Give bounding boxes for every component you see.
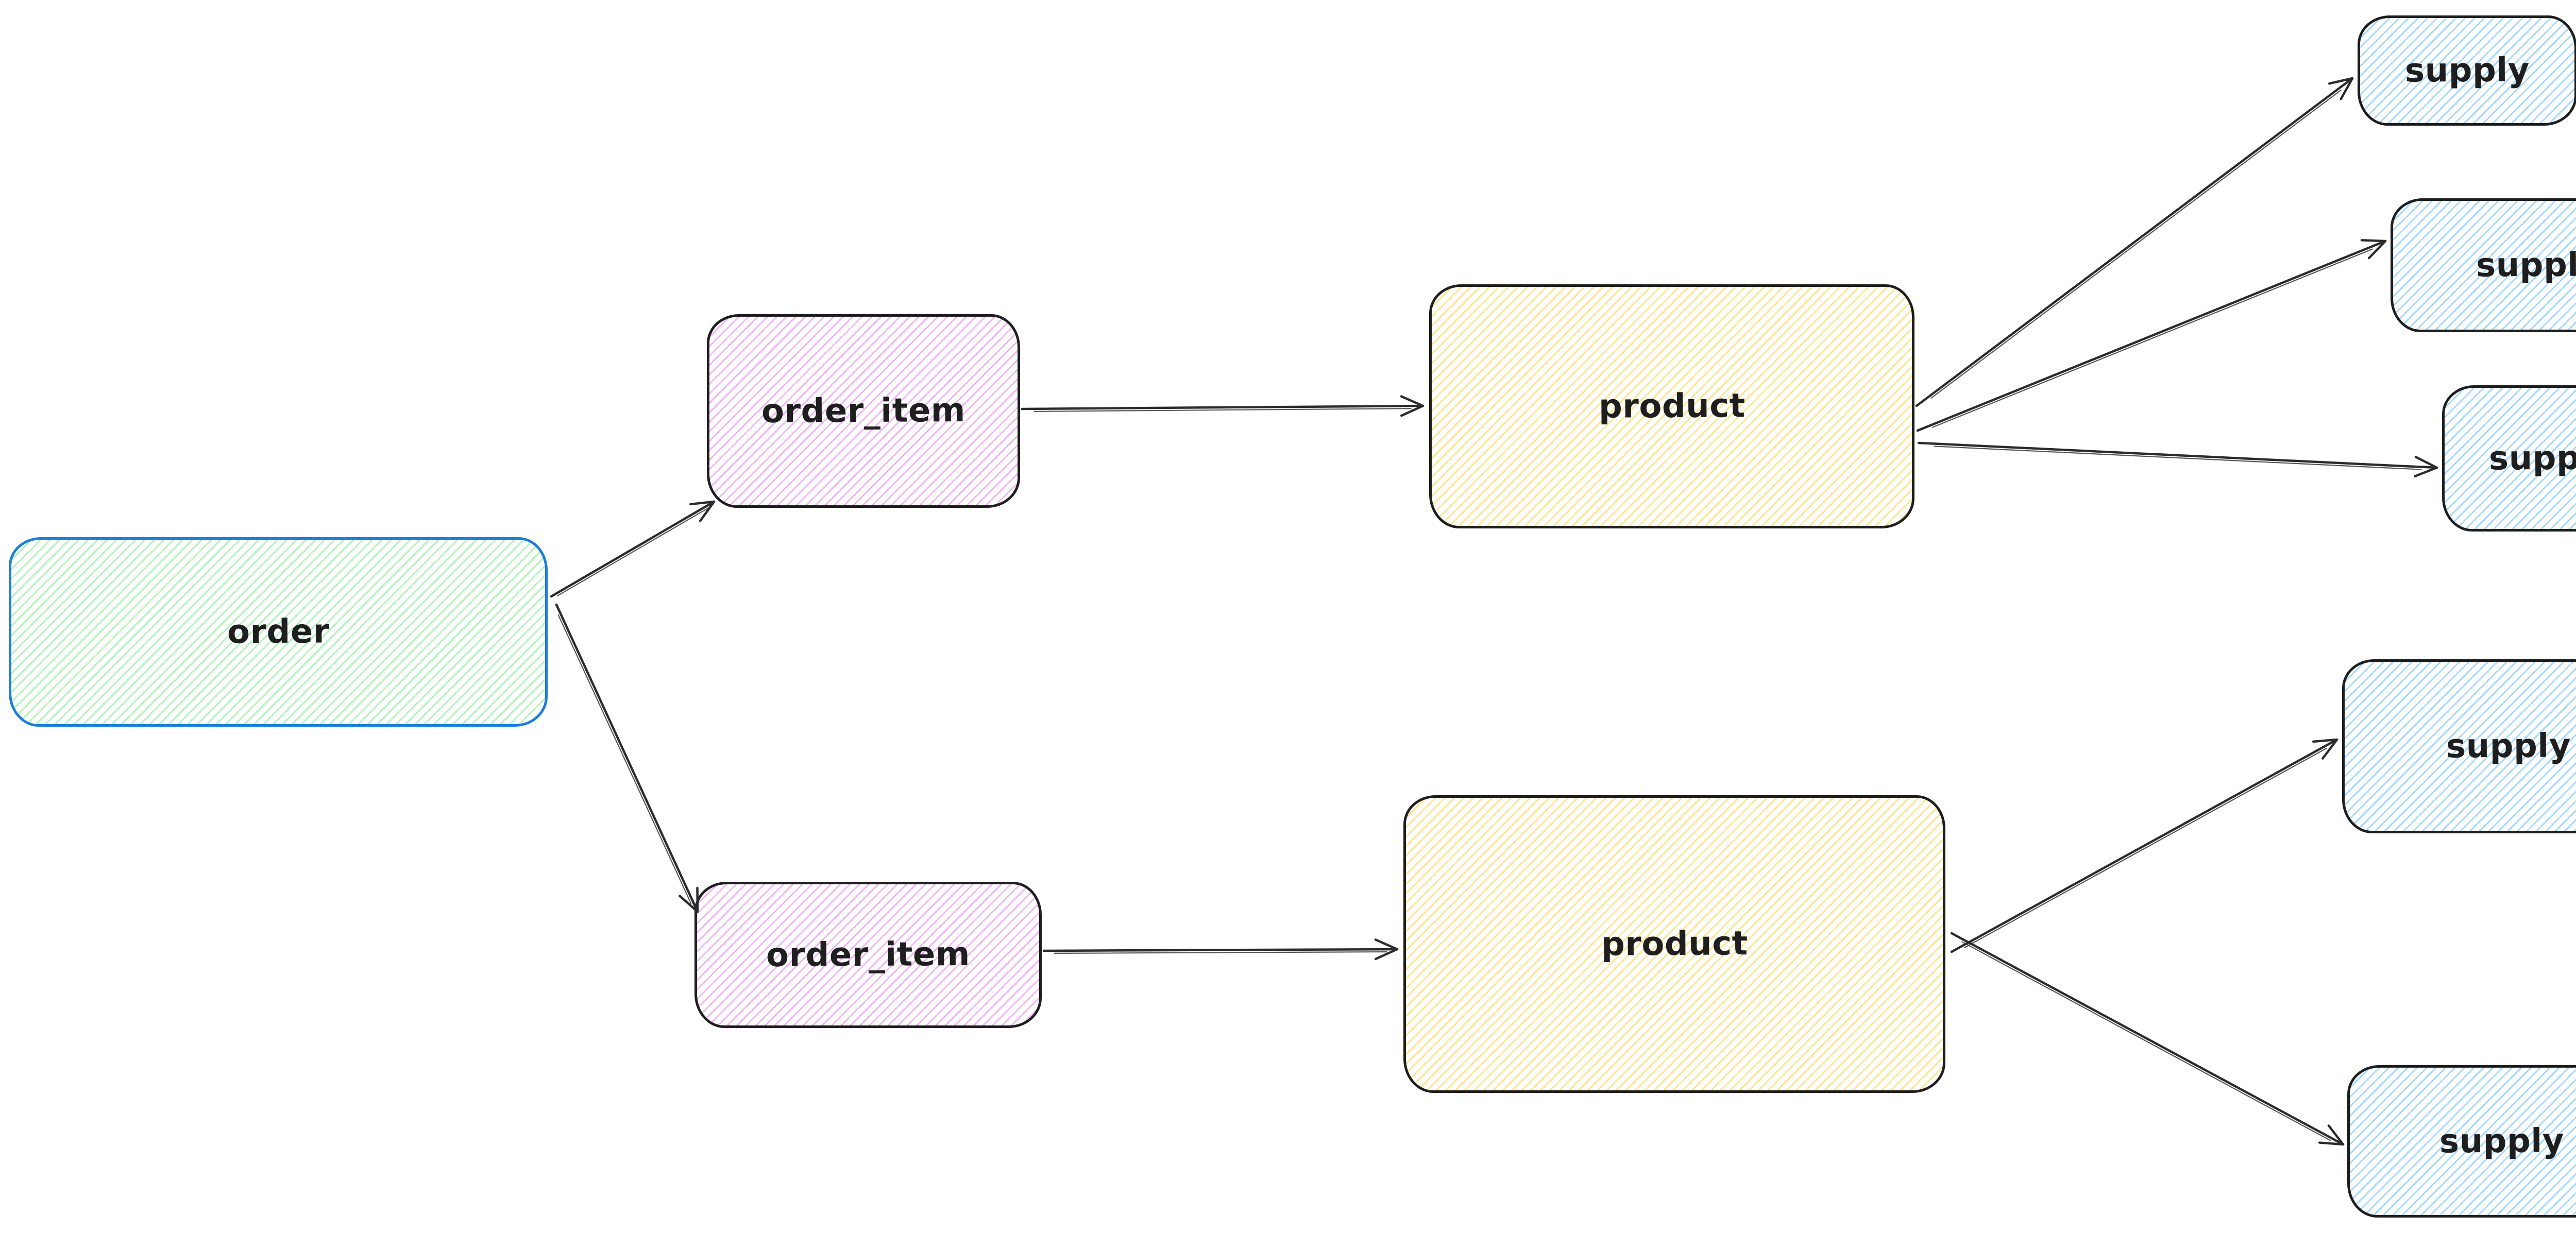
node-label-supply_3: supply	[2488, 439, 2576, 478]
node-supply_5[interactable]: supply	[2347, 1065, 2576, 1218]
arrow-product_1-to-supply_3[interactable]	[1917, 441, 2438, 477]
arrowhead-icon	[1374, 938, 1399, 961]
arrow-product_2-to-supply_5[interactable]	[1950, 932, 2345, 1146]
node-product_2[interactable]: product	[1403, 795, 1945, 1093]
arrow-product_1-to-supply_1[interactable]	[1915, 77, 2354, 407]
arrowhead-icon	[2328, 77, 2354, 100]
arrowhead-icon	[679, 886, 699, 913]
node-order_item_2[interactable]: order_item	[694, 882, 1042, 1028]
arrow-product_2-to-supply_4[interactable]	[1950, 738, 2338, 953]
arrowhead-icon	[2318, 1124, 2345, 1146]
arrowhead-icon	[689, 500, 716, 522]
arrowhead-icon	[1400, 395, 1425, 417]
node-label-supply_5: supply	[2439, 1122, 2565, 1161]
arrowhead-icon	[2413, 456, 2438, 477]
arrowhead-icon	[2360, 239, 2387, 260]
node-label-order_item_2: order_item	[766, 935, 971, 975]
node-product_1[interactable]: product	[1429, 284, 1914, 528]
arrow-order_item_1-to-product_1[interactable]	[1021, 395, 1425, 417]
arrowhead-icon	[2312, 738, 2338, 760]
node-supply_2[interactable]: supply	[2391, 198, 2576, 332]
node-label-order_item_1: order_item	[761, 391, 966, 431]
node-supply_4[interactable]: supply	[2342, 659, 2576, 833]
node-label-product_1: product	[1598, 387, 1745, 426]
node-label-supply_4: supply	[2446, 727, 2571, 766]
arrow-order_item_2-to-product_2[interactable]	[1042, 938, 1399, 961]
arrow-order-to-order_item_2[interactable]	[555, 603, 699, 913]
node-order_item_1[interactable]: order_item	[707, 314, 1020, 508]
node-label-order: order	[227, 612, 330, 652]
node-order[interactable]: order	[9, 537, 548, 727]
node-label-supply_1: supply	[2404, 51, 2530, 90]
node-supply_1[interactable]: supply	[2358, 15, 2576, 126]
node-supply_3[interactable]: supply	[2442, 385, 2576, 532]
arrow-product_1-to-supply_2[interactable]	[1916, 239, 2387, 432]
node-label-supply_2: supply	[2476, 246, 2576, 285]
node-label-product_2: product	[1601, 924, 1748, 964]
arrow-order-to-order_item_1[interactable]	[550, 500, 716, 598]
